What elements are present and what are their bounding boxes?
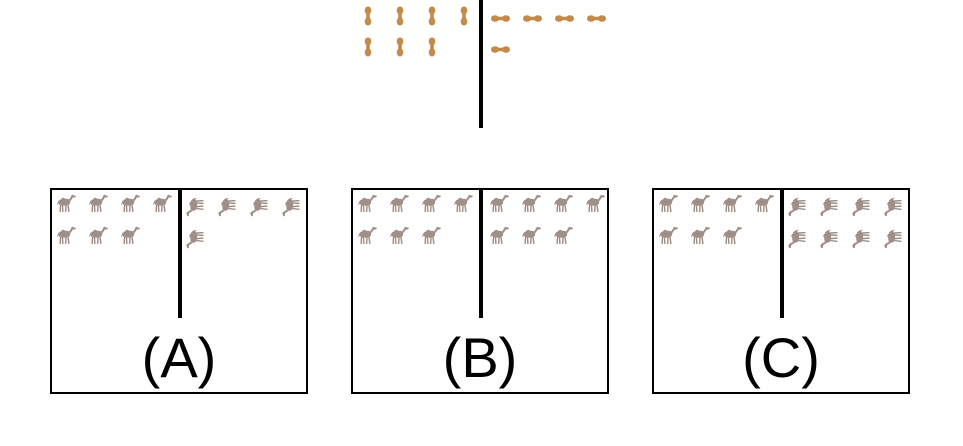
option-b-divider [479, 190, 483, 318]
camel-icon [553, 194, 575, 221]
peanut-icon [364, 6, 372, 31]
camel-icon [521, 226, 543, 253]
peanut-icon [364, 37, 372, 62]
camel-icon [282, 197, 309, 219]
camel-icon [690, 226, 712, 253]
camel-icon [884, 229, 911, 251]
camel-icon [88, 194, 110, 221]
camel-icon [56, 194, 78, 221]
option-c-panel[interactable]: (C) [652, 188, 910, 394]
option-b-panel[interactable]: (B) [351, 188, 609, 394]
peanut-icon [582, 15, 607, 23]
peanut-icon [428, 37, 436, 62]
peanut-icon [460, 6, 468, 31]
peanut-icon [518, 15, 543, 23]
camel-icon [852, 197, 879, 219]
camel-icon [218, 197, 245, 219]
camel-icon [820, 229, 847, 251]
camel-icon [489, 194, 511, 221]
option-c-label: (C) [742, 326, 820, 389]
camel-icon [722, 226, 744, 253]
camel-icon [884, 197, 911, 219]
camel-icon [658, 226, 680, 253]
camel-icon [357, 226, 379, 253]
camel-icon [120, 226, 142, 253]
option-a-divider [178, 190, 182, 318]
camel-icon [357, 194, 379, 221]
camel-icon [521, 194, 543, 221]
camel-icon [120, 194, 142, 221]
camel-icon [788, 197, 815, 219]
camel-icon [658, 194, 680, 221]
camel-icon [88, 226, 110, 253]
camel-icon [250, 197, 277, 219]
camel-icon [56, 226, 78, 253]
camel-icon [186, 197, 213, 219]
camel-icon [389, 194, 411, 221]
camel-icon [553, 226, 575, 253]
camel-icon [690, 194, 712, 221]
camel-icon [754, 194, 776, 221]
camel-icon [453, 194, 475, 221]
camel-icon [788, 229, 815, 251]
camel-icon [820, 197, 847, 219]
camel-icon [489, 226, 511, 253]
camel-icon [186, 229, 213, 251]
peanut-icon [396, 37, 404, 62]
peanut-icon [396, 6, 404, 31]
camel-icon [852, 229, 879, 251]
option-a-label: (A) [141, 326, 217, 389]
option-a-panel[interactable]: (A) [50, 188, 308, 394]
camel-icon [421, 194, 443, 221]
peanut-icon [486, 15, 511, 23]
camel-icon [722, 194, 744, 221]
option-b-label: (B) [442, 326, 518, 389]
option-c-divider [780, 190, 784, 318]
peanut-icon [486, 46, 511, 54]
camel-icon [421, 226, 443, 253]
camel-icon [389, 226, 411, 253]
peanut-icon [550, 15, 575, 23]
camel-icon [585, 194, 607, 221]
peanut-icon [428, 6, 436, 31]
camel-icon [152, 194, 174, 221]
reference-divider [479, 0, 483, 128]
